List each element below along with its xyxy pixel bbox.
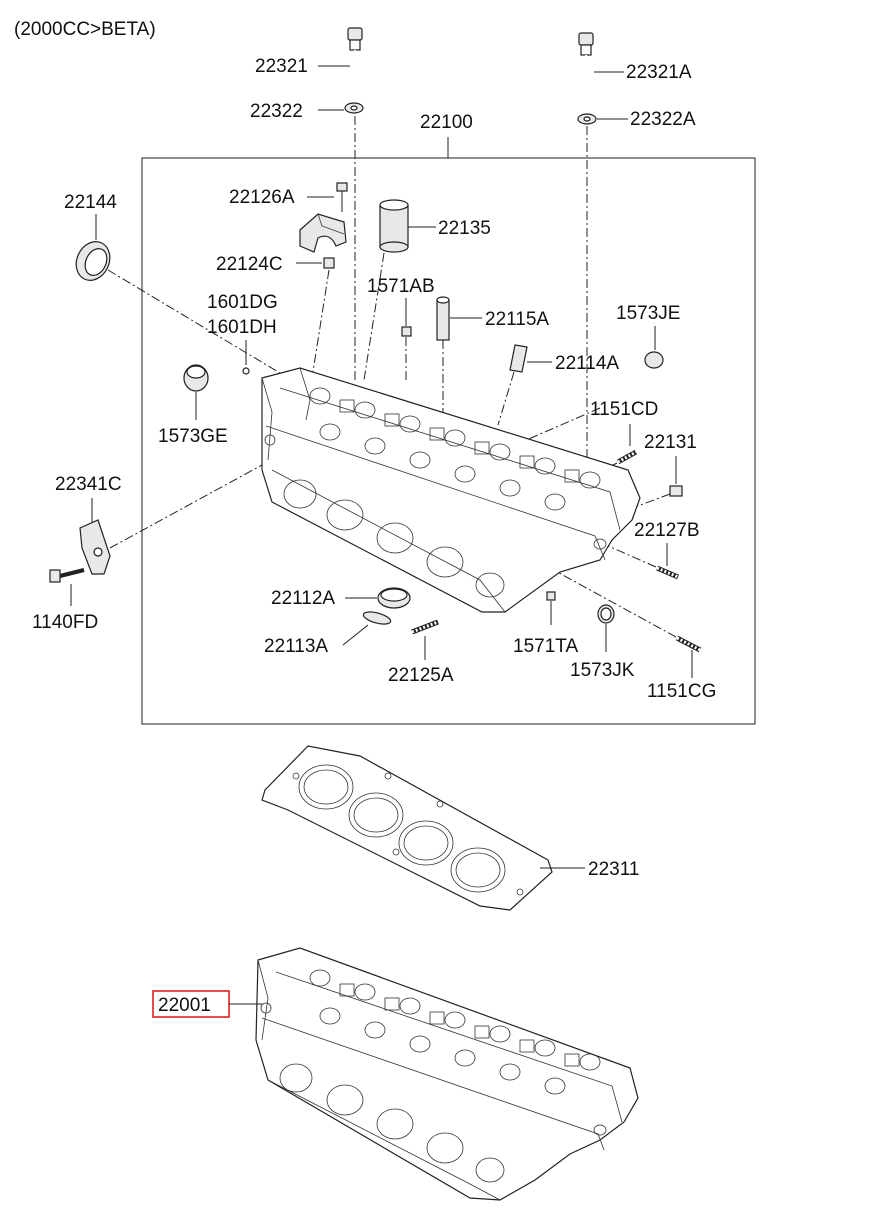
head-bolt-22321A[interactable] [578, 32, 594, 102]
label-22322[interactable]: 22322 [250, 101, 303, 122]
label-1573JE[interactable]: 1573JE [616, 303, 680, 324]
plug-1573GE[interactable] [183, 364, 209, 392]
label-22115A[interactable]: 22115A [485, 309, 549, 330]
label-22114A[interactable]: 22114A [555, 353, 619, 374]
label-1601DH[interactable]: 1601DH [207, 317, 277, 338]
stud-22127B[interactable] [656, 565, 679, 580]
label-22125A[interactable]: 22125A [388, 665, 454, 686]
label-22144[interactable]: 22144 [64, 192, 117, 213]
cap-22112A[interactable] [377, 587, 411, 609]
label-1151CG[interactable]: 1151CG [647, 681, 716, 702]
ball-1601DG[interactable] [242, 367, 250, 375]
label-22113A[interactable]: 22113A [264, 636, 328, 657]
label-22001[interactable]: 22001 [158, 995, 211, 1016]
label-1573GE[interactable]: 1573GE [158, 426, 228, 447]
bolt-22131[interactable] [669, 485, 683, 497]
valve-seal-22114A[interactable] [509, 344, 528, 373]
label-22131[interactable]: 22131 [644, 432, 697, 453]
label-22135[interactable]: 22135 [438, 218, 491, 239]
label-22311[interactable]: 22311 [588, 859, 639, 880]
plug-1571TA[interactable] [546, 591, 556, 601]
valve-guide-22115A[interactable] [436, 296, 450, 341]
label-22321A[interactable]: 22321A [626, 62, 692, 83]
gasket-22113A[interactable] [362, 610, 392, 627]
plug-1573JE[interactable] [644, 351, 664, 369]
bracket-22341C[interactable] [79, 519, 111, 575]
label-22321[interactable]: 22321 [255, 56, 308, 77]
bolt-1140FD[interactable] [49, 568, 85, 583]
label-1571TA[interactable]: 1571TA [513, 636, 578, 657]
label-1601DG[interactable]: 1601DG [207, 292, 278, 313]
label-22322A[interactable]: 22322A [630, 109, 696, 130]
label-22341C[interactable]: 22341C [55, 474, 122, 495]
valve-guide-22135[interactable] [379, 199, 409, 253]
camshaft-bearing-cap[interactable] [299, 213, 347, 253]
label-22112A[interactable]: 22112A [271, 588, 335, 609]
label-1573JK[interactable]: 1573JK [570, 660, 635, 681]
oil-seal-22144[interactable] [70, 236, 116, 286]
cylinder-head-assembly-22100[interactable] [261, 367, 641, 613]
stud-22125A[interactable] [411, 619, 439, 635]
cap-bolt-22126A[interactable] [336, 182, 348, 212]
washer-22322A[interactable] [577, 113, 597, 125]
head-gasket-22311[interactable] [261, 745, 553, 911]
washer-22322[interactable] [344, 102, 364, 114]
label-1151CD[interactable]: 1151CD [590, 399, 658, 420]
label-1140FD[interactable]: 1140FD [32, 612, 98, 633]
oring-1573JK[interactable] [597, 604, 615, 624]
label-22127B[interactable]: 22127B [634, 520, 700, 541]
plug-1571AB[interactable] [401, 326, 412, 337]
engine-variant-note: (2000CC>BETA) [14, 19, 156, 40]
dowel-22124C[interactable] [323, 257, 335, 269]
label-22100[interactable]: 22100 [420, 112, 473, 133]
label-1571AB[interactable]: 1571AB [367, 276, 435, 297]
label-22124C[interactable]: 22124C [216, 254, 283, 275]
head-bolt-22321[interactable] [347, 27, 363, 92]
label-22126A[interactable]: 22126A [229, 187, 295, 208]
stud-1151CG[interactable] [675, 635, 702, 653]
cylinder-head-22001[interactable] [255, 947, 639, 1201]
stud-1151CD[interactable] [616, 449, 638, 465]
highlight-box-22001 [152, 990, 230, 1018]
